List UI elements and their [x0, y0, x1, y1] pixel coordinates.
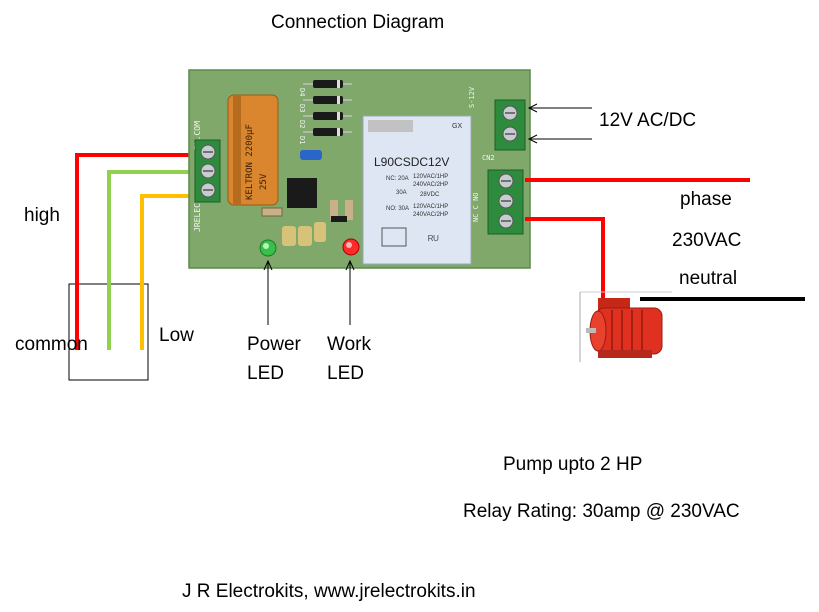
common-wire: [107, 170, 205, 350]
svg-text:NC C NO: NC C NO: [472, 192, 480, 222]
footer-credit: J R Electrokits, www.jrelectrokits.in: [182, 581, 476, 602]
svg-text:CN2: CN2: [482, 154, 495, 162]
svg-text:120VAC/1HP: 120VAC/1HP: [413, 204, 448, 210]
svg-text:30A: 30A: [396, 190, 407, 196]
supply-pointer-lines: [527, 103, 592, 144]
relay-board-image: IL.COM JRELEC S-12V CN2 NC C NO KELTRON …: [188, 69, 531, 269]
voltage-label: 230VAC: [672, 230, 742, 251]
pump-motor-image: [579, 291, 672, 362]
svg-text:NC: 20A: NC: 20A: [386, 176, 409, 182]
low-wire: [140, 194, 205, 350]
svg-text:IL.COM: IL.COM: [193, 121, 202, 150]
svg-text:240VAC/2HP: 240VAC/2HP: [413, 212, 448, 218]
relay-rating-label: Relay Rating: 30amp @ 230VAC: [463, 501, 740, 522]
power-led-label: Power LED: [247, 334, 301, 384]
svg-text:GX: GX: [452, 123, 462, 130]
low-label: Low: [159, 325, 194, 346]
svg-text:25V: 25V: [259, 173, 269, 190]
svg-text:NO: 30A: NO: 30A: [386, 206, 409, 212]
svg-text:ᴿᵁ: ᴿᵁ: [428, 233, 439, 247]
svg-text:KELTRON 2200µF: KELTRON 2200µF: [245, 124, 255, 200]
svg-text:D2: D2: [298, 120, 306, 128]
svg-text:D3: D3: [298, 104, 306, 112]
svg-text:L90CSDC12V: L90CSDC12V: [374, 155, 449, 169]
pump-label: Pump upto 2 HP: [503, 454, 643, 475]
high-label: high: [24, 205, 60, 226]
common-label: common: [15, 334, 88, 355]
supply-label: 12V AC/DC: [599, 110, 697, 131]
high-wire: [75, 153, 205, 350]
svg-text:240VAC/2HP: 240VAC/2HP: [413, 182, 448, 188]
svg-text:S-12V: S-12V: [468, 86, 476, 108]
svg-text:JRELEC: JRELEC: [193, 203, 202, 232]
svg-text:28VDC: 28VDC: [420, 192, 440, 198]
motor-feed-wire: [525, 217, 605, 302]
neutral-label: neutral: [679, 268, 738, 289]
svg-text:D1: D1: [298, 136, 306, 144]
phase-label: phase: [680, 189, 732, 210]
svg-text:D4: D4: [298, 88, 306, 96]
svg-text:120VAC/1HP: 120VAC/1HP: [413, 174, 448, 180]
work-led-label: Work LED: [327, 334, 371, 384]
diagram-title: Connection Diagram: [271, 12, 445, 33]
